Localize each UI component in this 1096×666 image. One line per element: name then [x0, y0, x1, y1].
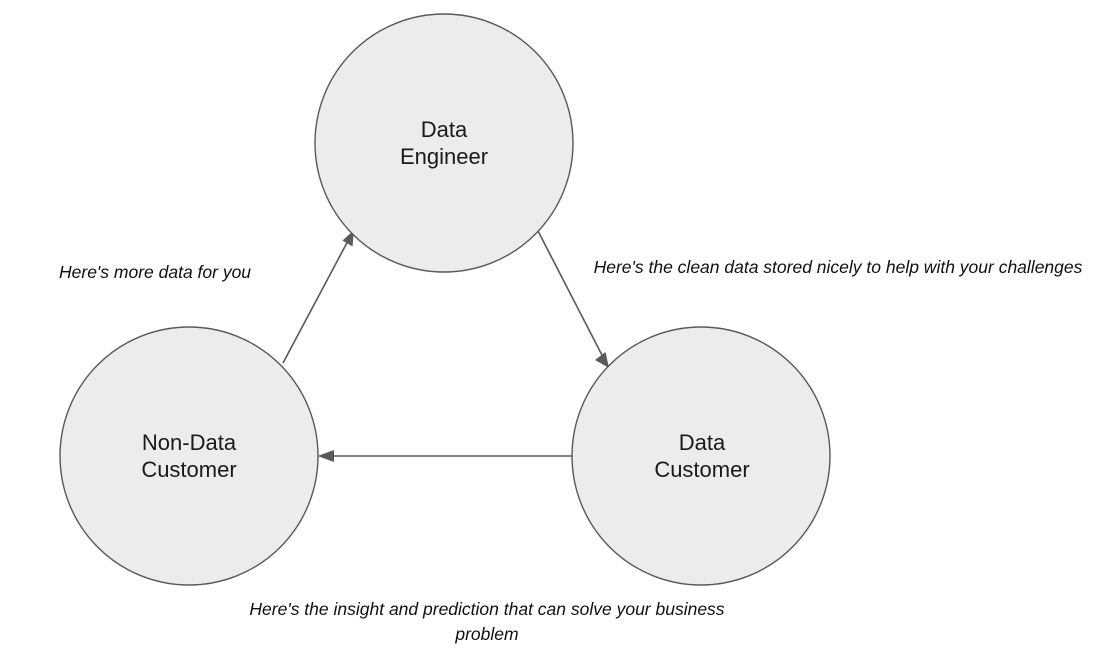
node-data-customer[interactable] [571, 326, 831, 586]
edge-label-data-customer-to-non-data-customer: Here's the insight and prediction that c… [249, 599, 725, 644]
arrowhead-to-non-data-customer [317, 450, 334, 462]
edge-data-engineer-to-data-customer [537, 230, 609, 368]
arrowhead-to-data-customer [595, 352, 609, 368]
edge-line-non-data-customer-to-data-engineer [282, 237, 351, 364]
edge-label-data-engineer-to-data-customer: Here's the clean data stored nicely to h… [593, 257, 1083, 277]
node-data-engineer[interactable] [314, 13, 574, 273]
edge-label-non-data-customer-to-data-engineer: Here's more data for you [59, 262, 252, 282]
node-non-data-customer[interactable] [59, 326, 319, 586]
edge-data-customer-to-non-data-customer [317, 450, 574, 462]
edge-non-data-customer-to-data-engineer [282, 230, 354, 364]
edge-line-data-engineer-to-data-customer [537, 230, 605, 360]
arrowhead-to-data-engineer [342, 230, 354, 247]
